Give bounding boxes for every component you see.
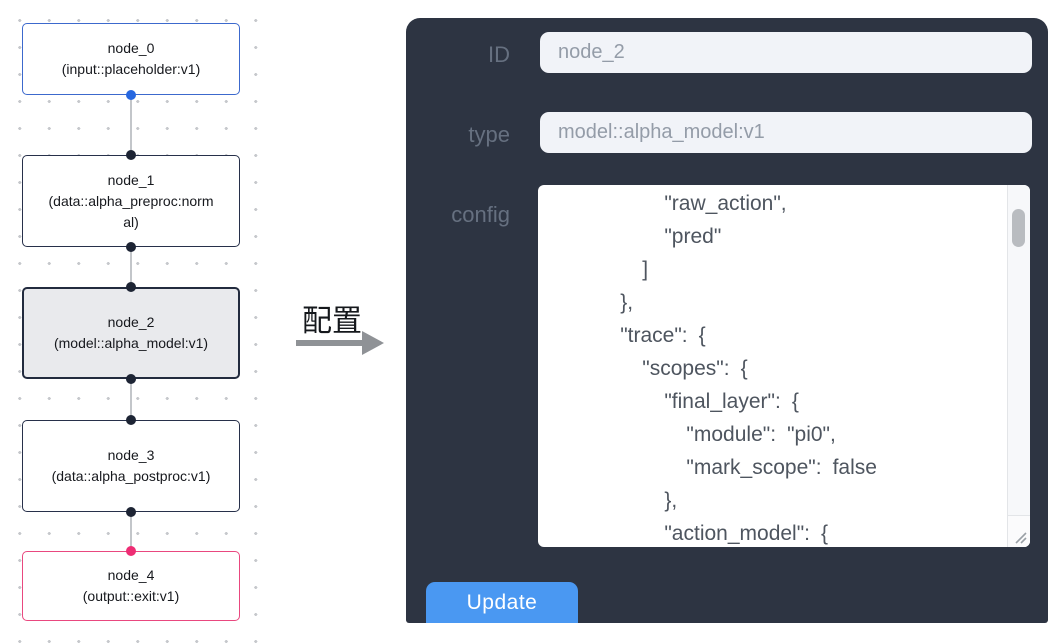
config-field-label: config (451, 202, 510, 227)
node-id: node_1 (107, 171, 155, 188)
node-type-label: (data::alpha_postproc:v1) (51, 468, 211, 484)
port-node2-in[interactable] (126, 282, 136, 292)
node-preproc[interactable]: node_1 (data::alpha_preproc:normal) (22, 155, 240, 247)
resize-grip-icon[interactable] (1012, 529, 1028, 545)
port-node0-out[interactable] (126, 90, 136, 100)
node-output[interactable]: node_4 (output::exit:v1) (22, 551, 240, 621)
edge-node1-node2 (130, 247, 132, 287)
right-arrow-icon (296, 340, 364, 346)
port-node1-in[interactable] (126, 150, 136, 160)
textarea-scrollbar-thumb[interactable] (1012, 209, 1025, 247)
port-node4-in[interactable] (126, 546, 136, 556)
node-id: node_3 (107, 447, 155, 463)
right-arrow-head-icon (362, 331, 384, 355)
edge-node3-node4 (130, 512, 132, 551)
config-json-text: "raw_action", "pred" ] }, "trace": { "sc… (620, 192, 877, 545)
graph-canvas[interactable]: node_0 (input::placeholder:v1) node_1 (d… (0, 0, 280, 643)
textarea-scrollbar-track[interactable] (1007, 185, 1030, 547)
node-config-panel: ID node_2 type model::alpha_model:v1 con… (406, 18, 1048, 623)
type-input[interactable]: model::alpha_model:v1 (540, 112, 1032, 153)
node-id: node_0 (107, 40, 155, 56)
type-field-label: type (468, 122, 510, 147)
port-node1-out[interactable] (126, 242, 136, 252)
node-id: node_4 (107, 567, 155, 583)
node-postproc[interactable]: node_3 (data::alpha_postproc:v1) (22, 420, 240, 512)
update-button[interactable]: Update (426, 582, 578, 623)
node-type-label: (model::alpha_model:v1) (53, 335, 209, 351)
id-field-label: ID (488, 42, 510, 67)
node-type-label: (data::alpha_preproc:normal) (48, 192, 214, 230)
node-model-selected[interactable]: node_2 (model::alpha_model:v1) (22, 287, 240, 379)
node-input[interactable]: node_0 (input::placeholder:v1) (22, 23, 240, 95)
node-type-label: (output::exit:v1) (82, 588, 180, 604)
configure-annotation-label: 配置 (302, 305, 362, 338)
port-node2-out[interactable] (126, 374, 136, 384)
id-input[interactable]: node_2 (540, 32, 1032, 73)
textarea-scrollbar-corner (1007, 515, 1030, 547)
config-json-textarea[interactable]: "raw_action", "pred" ] }, "trace": { "sc… (538, 185, 1030, 547)
node-type-label: (input::placeholder:v1) (61, 61, 201, 77)
edge-node0-node1 (130, 95, 132, 155)
edge-node2-node3 (130, 379, 132, 420)
port-node3-in[interactable] (126, 415, 136, 425)
node-id: node_2 (107, 314, 155, 330)
port-node3-out[interactable] (126, 507, 136, 517)
